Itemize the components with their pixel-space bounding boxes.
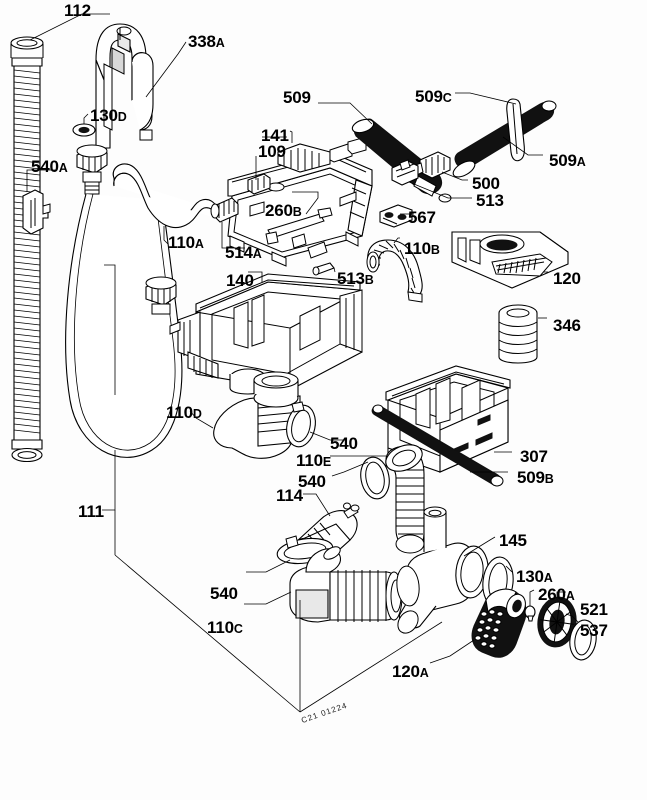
callout-260a: 260A — [538, 585, 575, 604]
callout-521: 521 — [580, 600, 608, 619]
part-537-cover — [565, 613, 597, 661]
callout-338a: 338A — [188, 32, 225, 51]
part-514a-grommet — [210, 197, 239, 223]
callout-509a: 509A — [549, 151, 586, 170]
callout-346: 346 — [553, 316, 581, 335]
part-111-drain-hose — [65, 144, 183, 511]
callout-513: 513 — [476, 191, 504, 210]
part-513b-pin — [312, 262, 336, 276]
callout-120: 120 — [553, 269, 581, 288]
part-346-bellows — [498, 304, 547, 364]
callout-130d: 130D — [90, 106, 127, 125]
callout-112: 112 — [64, 1, 91, 20]
part-112-corrugated-hose — [10, 13, 110, 463]
callout-509b: 509B — [517, 468, 554, 487]
part-110d-elbow-hose — [189, 371, 345, 459]
callout-500: 500 — [472, 174, 500, 193]
callout-110d: 110D — [166, 403, 202, 422]
part-567-pad — [379, 204, 414, 228]
callout-130a: 130A — [516, 567, 553, 586]
callout-110b: 110B — [404, 239, 440, 258]
callout-260b: 260B — [265, 201, 302, 220]
part-540-ring-e — [360, 456, 390, 500]
plate-base-lines — [114, 510, 443, 713]
callout-509c: 509C — [415, 87, 452, 106]
part-109-valve-plate — [210, 130, 373, 267]
part-145-sump — [396, 506, 496, 634]
callout-110a: 110A — [168, 233, 204, 252]
callout-513b: 513B — [337, 269, 374, 288]
part-130d-washer — [72, 113, 96, 137]
part-260a-pin — [524, 589, 536, 622]
part-141-harness — [277, 137, 367, 173]
part-120-dispenser-lid — [451, 231, 569, 289]
callout-567: 567 — [408, 208, 436, 227]
callout-514a: 514A — [225, 243, 262, 262]
callout-509: 509 — [283, 88, 311, 107]
callout-537: 537 — [580, 621, 608, 640]
part-509a-rod — [452, 92, 557, 178]
callout-109: 109 — [258, 142, 286, 161]
callout-307: 307 — [520, 447, 548, 466]
part-513-terminal — [391, 159, 472, 199]
part-521-impeller — [537, 591, 577, 648]
callout-111: 111 — [78, 502, 104, 521]
part-509-linkage-arm — [318, 102, 452, 203]
callout-140: 140 — [226, 271, 254, 290]
callout-540-e: 540 — [298, 472, 326, 491]
callout-114: 114 — [276, 486, 303, 505]
callout-110c: 110C — [207, 618, 243, 637]
callout-540-c: 540 — [210, 584, 238, 603]
callout-540-d: 540 — [330, 434, 358, 453]
part-110b-corrugated-hose — [366, 237, 423, 303]
part-338a-hose-hook — [95, 23, 187, 149]
part-120a-pump-body — [429, 588, 527, 664]
part-140-dispenser-housing — [169, 271, 363, 395]
callout-120a: 120A — [392, 662, 429, 681]
callout-540a: 540A — [31, 157, 68, 176]
part-540a-clip — [22, 169, 57, 235]
callout-110e: 110E — [296, 451, 331, 470]
part-509b-rail — [371, 404, 508, 487]
callout-141: 141 — [261, 126, 289, 145]
part-110c-bellows-hose — [244, 535, 403, 623]
part-540-clamp-ring — [286, 401, 316, 448]
callout-145: 145 — [499, 531, 527, 550]
